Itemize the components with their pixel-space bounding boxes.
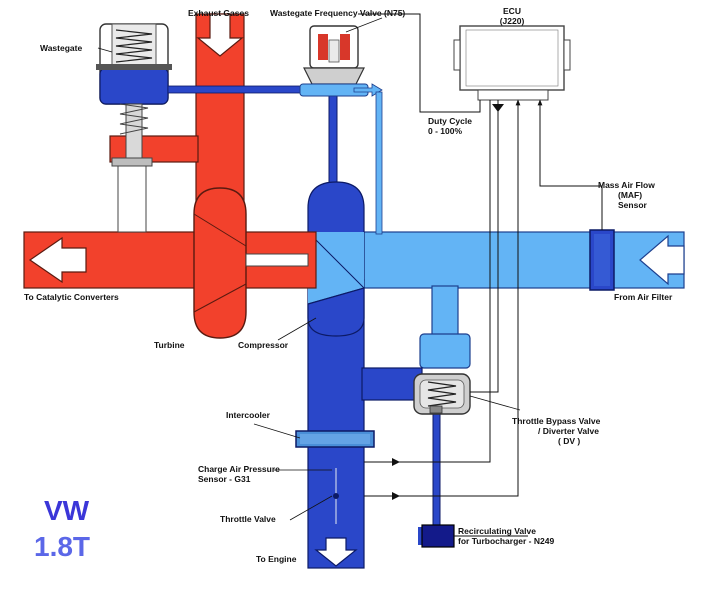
label-ecu-code: (J220) [500, 16, 525, 26]
label-from-air-filter: From Air Filter [614, 292, 673, 302]
label-throttle-bypass: Throttle Bypass Valve [512, 416, 601, 426]
label-throttle-valve: Throttle Valve [220, 514, 276, 524]
to-engine-arrow-icon [314, 537, 358, 567]
label-duty-cycle: Duty Cycle [428, 116, 472, 126]
throttle-valve [333, 468, 339, 524]
ecu [453, 25, 571, 101]
label-exhaust-gases: Exhaust Gases [188, 8, 249, 18]
from-air-filter-arrow-icon [639, 234, 685, 286]
label-dv: ( DV ) [558, 436, 580, 446]
label-charge-air-sensor: Sensor - G31 [198, 474, 251, 484]
label-recirculating-valve-code: for Turbocharger - N249 [458, 536, 554, 546]
label-maf-sensor: Sensor [618, 200, 648, 210]
exhaust-inlet-arrow-icon [196, 13, 244, 57]
label-to-catalytic: To Catalytic Converters [24, 292, 119, 302]
label-compressor: Compressor [238, 340, 289, 350]
diverter-valve [413, 373, 471, 415]
signal-lines [358, 13, 603, 537]
turbine [193, 187, 247, 339]
label-diverter-valve: / Diverter Valve [538, 426, 599, 436]
turbo-shaft [245, 253, 309, 267]
label-charge-air-pressure: Charge Air Pressure [198, 464, 280, 474]
wastegate-frequency-valve-n75 [299, 25, 383, 235]
label-intercooler: Intercooler [226, 410, 271, 420]
label-turbine: Turbine [154, 340, 185, 350]
intercooler [295, 430, 375, 448]
maf-sensor [589, 229, 615, 291]
wastegate-actuator [96, 23, 172, 233]
label-to-engine: To Engine [256, 554, 297, 564]
label-duty-cycle-range: 0 - 100% [428, 126, 462, 136]
label-leader-lines [97, 17, 521, 521]
label-ecu: ECU [503, 6, 521, 16]
label-recirculating-valve: Recirculating Valve [458, 526, 536, 536]
intake-air-path [339, 231, 685, 369]
recirculating-valve-n249 [421, 524, 455, 548]
exhaust-gas-path [23, 13, 317, 289]
compressor [307, 181, 365, 337]
logo-vw: VW [44, 495, 90, 526]
label-wastegate-frequency-valve: Wastegate Frequency Valve (N75) [270, 8, 405, 18]
label-maf: Mass Air Flow [598, 180, 655, 190]
label-maf-code: (MAF) [618, 190, 642, 200]
signal-arrows [392, 104, 504, 500]
to-catalytic-arrow-icon [28, 236, 87, 284]
logo-engine: 1.8T [34, 531, 90, 562]
label-wastegate: Wastegate [40, 43, 82, 53]
